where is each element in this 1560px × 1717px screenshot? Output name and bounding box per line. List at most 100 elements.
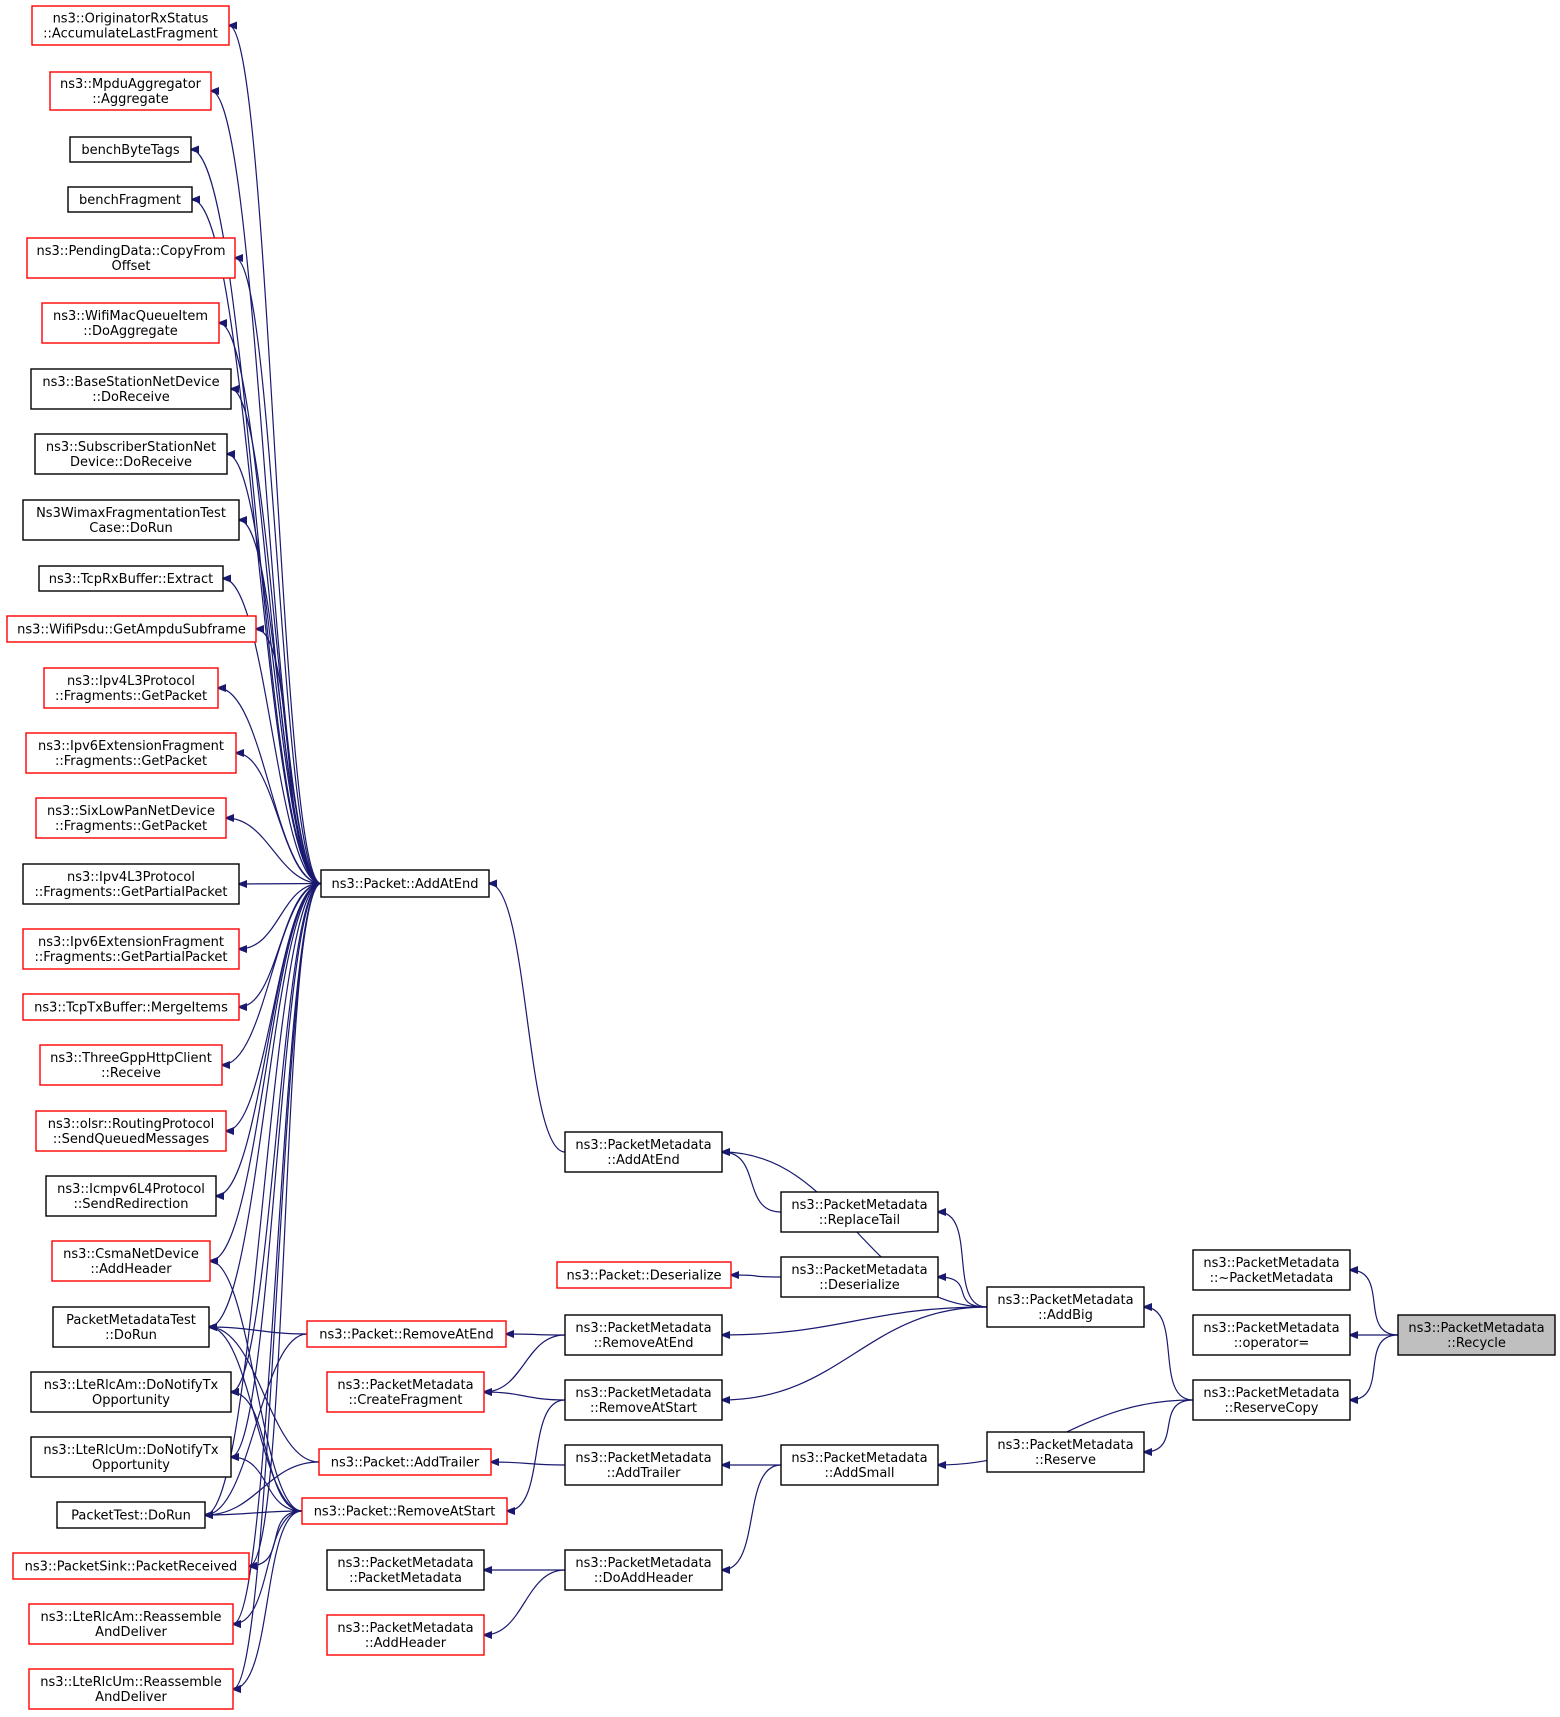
edge-ipv6frag-to-pkt-addatend — [236, 753, 322, 885]
node-label: PacketTest::DoRun — [71, 1509, 191, 1524]
node-box — [22, 499, 240, 541]
node-threegpp[interactable]: ns3::ThreeGppHttpClient::Receive — [39, 1044, 223, 1086]
edge-sixlowpan-to-pkt-addatend — [226, 818, 322, 885]
node-csma[interactable]: ns3::CsmaNetDevice::AddHeader — [51, 1240, 211, 1282]
node-label: ns3::BaseStationNetDevice — [42, 375, 219, 390]
node-sixlowpan[interactable]: ns3::SixLowPanNetDevice::Fragments::GetP… — [35, 797, 227, 839]
edge-lteamreasm-to-pkt-removeatstart — [233, 1510, 303, 1624]
node-box — [320, 869, 490, 898]
node-packetsink[interactable]: ns3::PacketSink::PacketReceived — [12, 1552, 250, 1580]
node-pm-deserialize[interactable]: ns3::PacketMetadata::Deserialize — [780, 1256, 939, 1298]
node-label: ns3::PendingData::CopyFrom — [37, 244, 226, 259]
node-label: ns3::PacketMetadata — [997, 1293, 1133, 1308]
node-wifimacq[interactable]: ns3::WifiMacQueueItem::DoAggregate — [41, 302, 220, 344]
node-pm-recycle[interactable]: ns3::PacketMetadata::Recycle — [1397, 1314, 1556, 1356]
node-box — [564, 1379, 723, 1421]
node-label: ::AddHeader — [90, 1262, 172, 1277]
node-originator[interactable]: ns3::OriginatorRxStatus::AccumulateLastF… — [31, 5, 230, 46]
node-pm-removeatend[interactable]: ns3::PacketMetadata::RemoveAtEnd — [564, 1314, 723, 1356]
node-icmpv6[interactable]: ns3::Icmpv6L4Protocol::SendRedirection — [45, 1175, 217, 1217]
edge-lterlcum-to-pkt-addatend — [231, 882, 322, 1458]
edge-lterlcam-to-pkt-addatend — [231, 882, 322, 1393]
node-pkt-addtrailer[interactable]: ns3::Packet::AddTrailer — [318, 1448, 492, 1476]
node-ipv4partial[interactable]: ns3::Ipv4L3Protocol::Fragments::GetParti… — [22, 863, 240, 905]
edge-csma-to-pkt-removeatstart — [210, 1261, 303, 1512]
node-pm-doaddheader[interactable]: ns3::PacketMetadata::DoAddHeader — [564, 1549, 723, 1591]
node-box — [30, 368, 232, 410]
node-pm-replacetail[interactable]: ns3::PacketMetadata::ReplaceTail — [780, 1191, 939, 1233]
node-box — [28, 1668, 234, 1710]
node-mpduagg[interactable]: ns3::MpduAggregator::Aggregate — [49, 71, 212, 111]
node-pkt-removeatstart[interactable]: ns3::Packet::RemoveAtStart — [301, 1497, 508, 1525]
node-label: ns3::Packet::RemoveAtStart — [314, 1505, 496, 1520]
node-ipv4frag[interactable]: ns3::Ipv4L3Protocol::Fragments::GetPacke… — [43, 667, 219, 709]
node-box — [69, 136, 192, 163]
node-box — [52, 1306, 210, 1348]
node-box — [51, 1240, 211, 1282]
node-ipv6partial[interactable]: ns3::Ipv6ExtensionFragment::Fragments::G… — [22, 928, 240, 970]
edge-ipv6partial-to-pkt-addatend — [239, 882, 322, 950]
node-basestation[interactable]: ns3::BaseStationNetDevice::DoReceive — [30, 368, 232, 410]
node-pm-addheader[interactable]: ns3::PacketMetadata::AddHeader — [326, 1614, 485, 1656]
node-label: ::Fragments::GetPacket — [55, 754, 207, 769]
node-wifipsdu[interactable]: ns3::WifiPsdu::GetAmpduSubframe — [6, 615, 257, 643]
node-pmtest[interactable]: PacketMetadataTest::DoRun — [52, 1306, 210, 1348]
node-pm-addbig[interactable]: ns3::PacketMetadata::AddBig — [986, 1286, 1145, 1328]
node-pm-removeatstart[interactable]: ns3::PacketMetadata::RemoveAtStart — [564, 1379, 723, 1421]
node-box — [30, 1371, 232, 1413]
node-label: ns3::ThreeGppHttpClient — [50, 1051, 212, 1066]
node-label: ns3::Ipv6ExtensionFragment — [38, 935, 224, 950]
node-pkt-deserialize[interactable]: ns3::Packet::Deserialize — [556, 1261, 732, 1289]
edge-ipv4partial-to-pkt-addatend — [239, 884, 322, 885]
node-box — [22, 928, 240, 970]
node-label: ::RemoveAtStart — [590, 1401, 697, 1416]
node-label: ns3::Icmpv6L4Protocol — [57, 1182, 205, 1197]
node-tcptx[interactable]: ns3::TcpTxBuffer::MergeItems — [22, 993, 240, 1021]
node-label: Opportunity — [92, 1458, 170, 1473]
edge-lterlcum-to-pkt-removeatstart — [231, 1457, 303, 1512]
node-label: ::AddTrailer — [607, 1466, 681, 1481]
node-label: ::RemoveAtEnd — [594, 1336, 694, 1351]
node-pm-packetmetadata[interactable]: ns3::PacketMetadata::PacketMetadata — [326, 1549, 485, 1591]
node-pkt-removeatend[interactable]: ns3::Packet::RemoveAtEnd — [306, 1320, 507, 1348]
edge-pmtest-to-pkt-addatend — [209, 882, 322, 1328]
node-olsr[interactable]: ns3::olsr::RoutingProtocol::SendQueuedMe… — [35, 1110, 227, 1152]
node-label: ns3::PacketMetadata — [337, 1556, 473, 1571]
node-label: ::SendQueuedMessages — [53, 1132, 209, 1147]
edge-wimaxfrag-to-pkt-addatend — [239, 520, 322, 885]
node-ipv6frag[interactable]: ns3::Ipv6ExtensionFragment::Fragments::G… — [25, 732, 237, 774]
edge-wifimacq-to-pkt-addatend — [219, 323, 322, 885]
node-subscriber[interactable]: ns3::SubscriberStationNetDevice::DoRecei… — [34, 433, 228, 475]
node-label: ns3::LteRlcUm::Reassemble — [40, 1675, 222, 1690]
node-box — [31, 5, 230, 46]
node-pm-reserve[interactable]: ns3::PacketMetadata::Reserve — [986, 1431, 1145, 1473]
node-box — [564, 1131, 723, 1173]
node-benchbyte[interactable]: benchByteTags — [69, 136, 192, 163]
node-tcprx[interactable]: ns3::TcpRxBuffer::Extract — [38, 565, 224, 592]
node-box — [30, 1436, 232, 1478]
node-label: ns3::SixLowPanNetDevice — [47, 804, 215, 819]
node-label: ns3::MpduAggregator — [60, 77, 202, 92]
node-pm-addtrailer[interactable]: ns3::PacketMetadata::AddTrailer — [564, 1444, 723, 1486]
node-pm-reservecopy[interactable]: ns3::PacketMetadata::ReserveCopy — [1192, 1379, 1351, 1421]
node-pm-addsmall[interactable]: ns3::PacketMetadata::AddSmall — [780, 1444, 939, 1486]
node-label: ns3::PacketMetadata — [575, 1451, 711, 1466]
node-pm-opassign[interactable]: ns3::PacketMetadata::operator= — [1192, 1314, 1351, 1356]
node-pm-addatend[interactable]: ns3::PacketMetadata::AddAtEnd — [564, 1131, 723, 1173]
node-packettest[interactable]: PacketTest::DoRun — [56, 1501, 206, 1529]
node-label: ::Receive — [101, 1066, 161, 1081]
node-label: ::Fragments::GetPacket — [55, 689, 207, 704]
node-label: ::ReserveCopy — [1225, 1401, 1319, 1416]
node-pm-createfragment[interactable]: ns3::PacketMetadata::CreateFragment — [326, 1371, 485, 1413]
node-box — [25, 732, 237, 774]
node-pm-dtor[interactable]: ns3::PacketMetadata::~PacketMetadata — [1192, 1249, 1351, 1291]
node-benchfrag[interactable]: benchFragment — [67, 186, 193, 213]
node-pkt-addatend[interactable]: ns3::Packet::AddAtEnd — [320, 869, 490, 898]
node-box — [780, 1256, 939, 1298]
